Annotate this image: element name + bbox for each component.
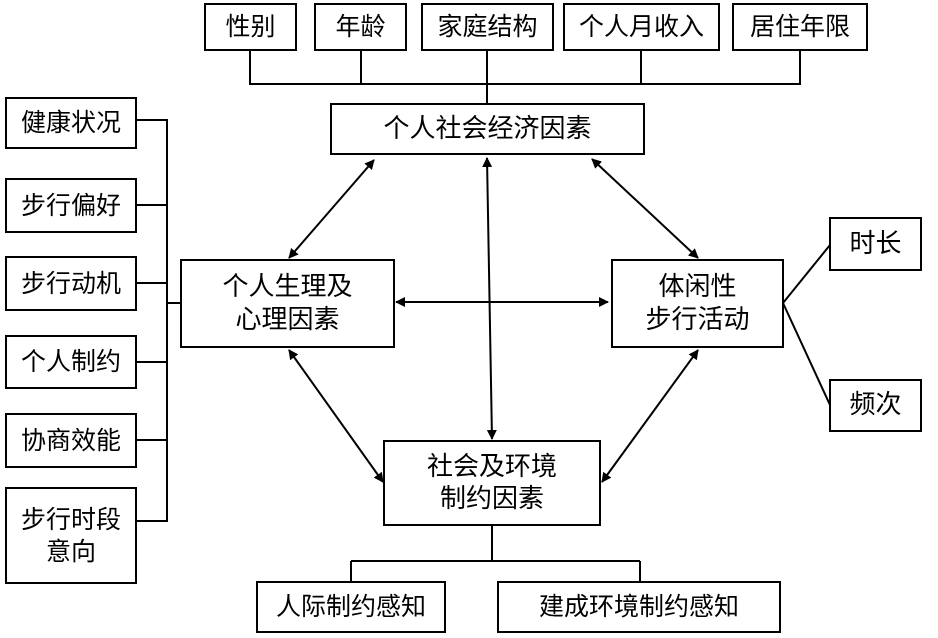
top-factors-bracket <box>249 50 801 103</box>
right-measures-bracket <box>782 244 831 406</box>
factor-residence-years: 居住年限 <box>732 3 868 51</box>
node-social-env-constraints: 社会及环境 制约因素 <box>383 440 601 526</box>
node-leisure-walking: 体闲性 步行活动 <box>611 259 784 348</box>
factor-interpersonal-constraint: 人际制约感知 <box>256 581 446 633</box>
factor-walking-motivation: 步行动机 <box>5 256 137 311</box>
factor-walking-time-intention: 步行时段 意向 <box>5 487 137 584</box>
measure-frequency: 频次 <box>829 379 922 432</box>
arrow-physio-environment <box>288 349 384 483</box>
factor-gender: 性别 <box>204 3 297 51</box>
node-physio-psych-factors: 个人生理及 心理因素 <box>180 259 395 348</box>
bottom-factors-bracket <box>350 525 641 582</box>
factor-personal-constraint: 个人制约 <box>5 335 137 389</box>
arrow-socioeconomic-physio <box>288 159 375 259</box>
measure-duration: 时长 <box>829 217 922 271</box>
arrow-socioeconomic-environment <box>482 157 497 440</box>
factor-negotiation-efficacy: 协商效能 <box>5 413 137 468</box>
factor-monthly-income: 个人月收入 <box>563 3 720 51</box>
factor-built-environment-constraint: 建成环境制约感知 <box>497 581 781 633</box>
factor-age: 年龄 <box>314 3 407 51</box>
factor-household-structure: 家庭结构 <box>421 3 554 51</box>
factor-health-status: 健康状况 <box>5 97 137 149</box>
node-socioeconomic-factors: 个人社会经济因素 <box>330 103 645 155</box>
arrow-socioeconomic-walking <box>591 158 699 259</box>
factor-walking-preference: 步行偏好 <box>5 178 137 233</box>
arrow-walking-environment <box>601 349 699 483</box>
left-factors-bracket <box>136 119 181 522</box>
